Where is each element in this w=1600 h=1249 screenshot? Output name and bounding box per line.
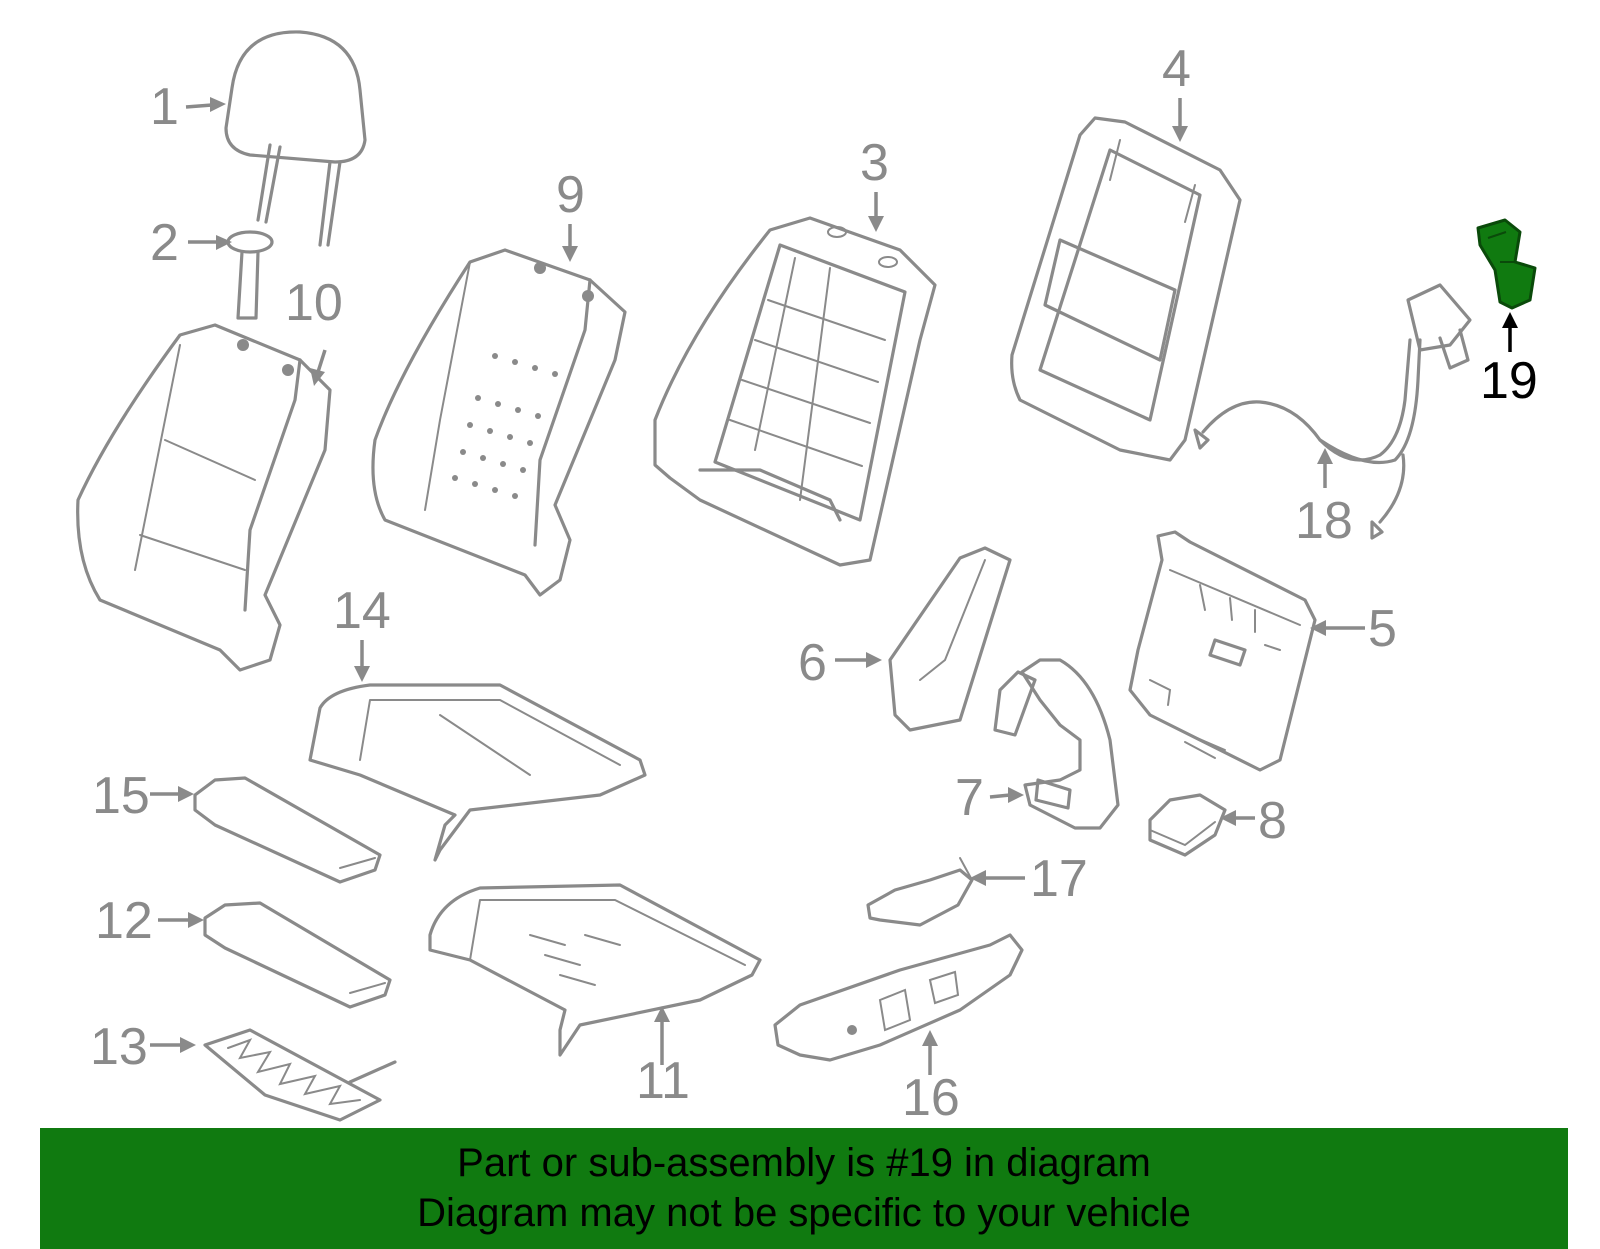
callout-10: 10 [285, 274, 343, 332]
callout-11: 11 [636, 1052, 690, 1110]
part-6-side-trim [888, 546, 1012, 732]
leader-lines [150, 97, 1518, 1075]
callout-19-highlighted: 19 [1480, 352, 1538, 410]
part-7-side-shield [993, 658, 1120, 830]
part-1-headrest [224, 30, 367, 247]
banner-line-part-number: Part or sub-assembly is #19 in diagram [457, 1141, 1151, 1185]
callout-12: 12 [95, 892, 153, 950]
part-10-backrest-cover [76, 323, 332, 672]
part-15-cushion-pad [193, 776, 382, 884]
callout-labels: 1 2 3 4 5 6 7 8 9 10 11 12 13 14 15 16 1… [90, 40, 1538, 1127]
part-18-wiring-harness [1193, 283, 1472, 540]
callout-8: 8 [1258, 792, 1287, 850]
callout-4: 4 [1162, 40, 1191, 98]
part-info-banner: Part or sub-assembly is #19 in diagram D… [40, 1128, 1568, 1249]
part-17-bracket [866, 857, 974, 927]
callout-17: 17 [1030, 850, 1088, 908]
perforation-pattern [452, 353, 558, 499]
part-3-backrest-frame [653, 216, 937, 567]
callout-15: 15 [92, 767, 150, 825]
part-9-backrest-pad [371, 248, 627, 597]
callout-1: 1 [150, 78, 179, 136]
part-14-cushion-cover [308, 683, 647, 862]
part-13-heating-element [203, 1028, 397, 1122]
callout-5: 5 [1368, 600, 1397, 658]
callout-6: 6 [798, 634, 827, 692]
callout-16: 16 [902, 1069, 960, 1127]
callout-2: 2 [150, 214, 179, 272]
part-19-cover-highlighted [1476, 218, 1537, 310]
part-2-guide-sleeve [226, 230, 274, 320]
part-5-back-panel [1128, 530, 1317, 772]
part-11-seat-cushion [428, 883, 762, 1057]
callout-9: 9 [556, 166, 585, 224]
callout-18: 18 [1295, 492, 1353, 550]
callout-3: 3 [860, 134, 889, 192]
callout-14: 14 [333, 582, 391, 640]
part-4-rear-panel [1010, 116, 1242, 462]
banner-line-disclaimer: Diagram may not be specific to your vehi… [417, 1191, 1191, 1235]
callout-7: 7 [955, 769, 984, 827]
callout-13: 13 [90, 1018, 148, 1076]
part-12-pad [203, 901, 392, 1009]
part-8-control-unit [1148, 793, 1227, 857]
part-16-side-cover [773, 933, 1024, 1062]
